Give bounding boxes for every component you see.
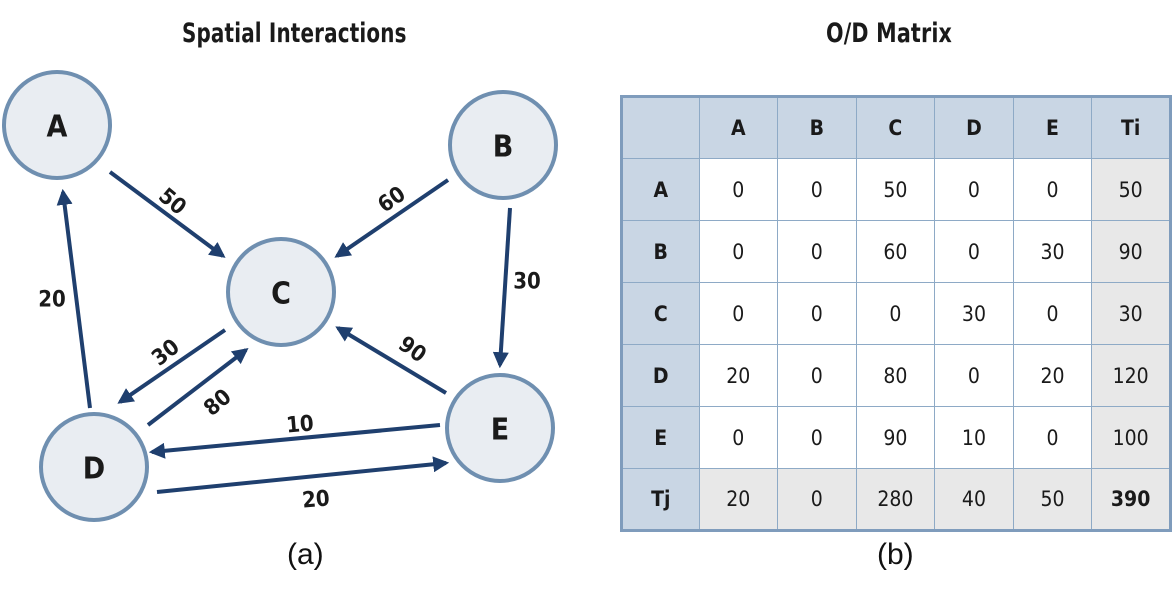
od-value-cell: 60	[855, 220, 936, 283]
node-c: C	[226, 237, 336, 347]
od-value-cell: 0	[777, 158, 857, 221]
od-total-cell: 50	[1091, 158, 1171, 221]
od-value-cell: 0	[777, 282, 857, 345]
od-col-header: C	[855, 96, 936, 159]
flow-arrow-e-to-c	[335, 326, 448, 395]
od-total-cell: 120	[1091, 344, 1171, 407]
node-a: A	[2, 70, 112, 180]
od-grand-total-cell: 390	[1091, 468, 1171, 531]
od-col-header-ti: Ti	[1091, 96, 1171, 159]
od-total-cell: 50	[1012, 468, 1093, 531]
od-row-header: B	[621, 220, 700, 283]
od-value-cell: 0	[934, 158, 1014, 221]
node-e: E	[445, 373, 555, 483]
od-value-cell: 0	[777, 344, 857, 407]
od-value-cell: 0	[698, 282, 779, 345]
node-circle	[448, 90, 558, 200]
od-value-cell: 0	[777, 220, 857, 283]
spatial-interactions-title: Spatial Interactions	[182, 18, 407, 49]
od-value-cell: 0	[855, 282, 936, 345]
flow-label-d-to-a: 20	[38, 288, 66, 313]
node-label: E	[491, 413, 509, 448]
od-value-cell: 0	[698, 406, 779, 469]
flow-arrow-a-to-c	[108, 170, 226, 258]
flow-arrow-d-to-a	[56, 188, 92, 409]
flow-label-a-to-c: 50	[153, 184, 190, 221]
od-total-cell: 0	[777, 468, 857, 531]
od-row-header: D	[621, 344, 700, 407]
od-value-cell: 0	[934, 220, 1014, 283]
od-total-cell: 280	[855, 468, 936, 531]
od-value-cell: 0	[1012, 282, 1093, 345]
node-label: B	[493, 130, 514, 165]
od-value-cell: 0	[1012, 158, 1093, 221]
od-total-cell: 40	[934, 468, 1014, 531]
flow-arrow-b-to-e	[492, 207, 512, 369]
od-header-row: A B C D E Ti	[621, 96, 1171, 159]
od-total-cell: 90	[1091, 220, 1171, 283]
flow-arrow-d-to-e	[156, 456, 450, 494]
od-value-cell: 20	[698, 344, 779, 407]
od-value-cell: 0	[777, 406, 857, 469]
od-value-cell: 0	[1012, 406, 1093, 469]
flow-label-d-to-c: 80	[199, 385, 236, 422]
od-total-cell: 20	[698, 468, 779, 531]
flow-arrow-e-to-d	[148, 423, 441, 459]
od-total-cell: 100	[1091, 406, 1171, 469]
od-row-header: A	[621, 158, 700, 221]
node-b: B	[448, 90, 558, 200]
node-circle	[39, 412, 149, 522]
flow-arrow-c-to-d	[117, 328, 227, 404]
flow-label-c-to-d: 30	[147, 335, 184, 372]
node-circle	[226, 237, 336, 347]
od-total-cell: 30	[1091, 282, 1171, 345]
od-value-cell: 30	[934, 282, 1014, 345]
od-col-header: E	[1012, 96, 1093, 159]
node-label: D	[83, 452, 105, 487]
od-value-cell: 0	[698, 220, 779, 283]
node-circle	[2, 70, 112, 180]
flow-arrow-b-to-c	[334, 178, 450, 258]
od-matrix-title: O/D Matrix	[826, 18, 953, 49]
flow-label-e-to-d: 10	[285, 411, 315, 438]
od-value-cell: 30	[1012, 220, 1093, 283]
od-row-header: E	[621, 406, 700, 469]
od-col-header: A	[698, 96, 779, 159]
od-value-cell: 10	[934, 406, 1014, 469]
flow-arrow-d-to-c	[146, 348, 249, 427]
od-col-header: D	[934, 96, 1014, 159]
od-corner-cell	[621, 96, 700, 159]
flow-label-b-to-c: 60	[374, 182, 411, 218]
od-value-cell: 0	[698, 158, 779, 221]
od-col-header: B	[777, 96, 857, 159]
node-circle	[445, 373, 555, 483]
od-row-header: Tj	[621, 468, 700, 531]
od-value-cell: 80	[855, 344, 936, 407]
od-value-cell: 20	[1012, 344, 1093, 407]
caption-b: (b)	[877, 538, 914, 571]
od-value-cell: 0	[934, 344, 1014, 407]
od-value-cell: 90	[855, 406, 936, 469]
flow-label-d-to-e: 20	[301, 486, 331, 513]
node-label: C	[271, 277, 291, 312]
node-label: A	[47, 110, 68, 145]
od-row-header: C	[621, 282, 700, 345]
caption-a: (a)	[287, 538, 324, 571]
flow-label-b-to-e: 30	[513, 270, 541, 295]
node-d: D	[39, 412, 149, 522]
od-value-cell: 50	[855, 158, 936, 221]
